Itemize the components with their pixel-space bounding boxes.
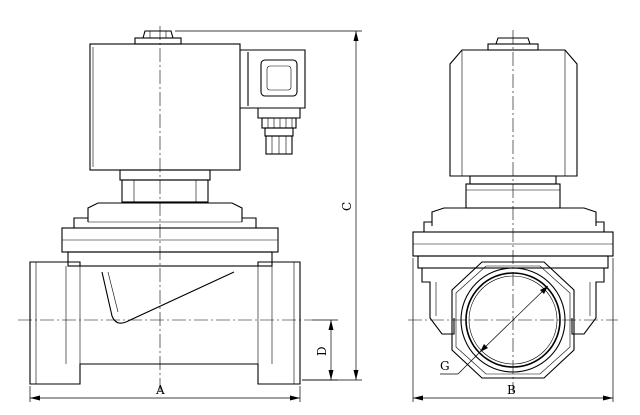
- dimension-label-B: B: [507, 383, 516, 397]
- flange: [61, 227, 279, 267]
- valve-body: [29, 261, 301, 385]
- dimension-label-C: C: [340, 202, 354, 211]
- front-view: [18, 26, 312, 392]
- bonnet: [73, 202, 257, 228]
- side-bonnet: [423, 207, 605, 232]
- dimension-label-A: A: [155, 383, 165, 397]
- side-coil: [449, 37, 578, 177]
- dimension-G: G: [440, 285, 549, 375]
- dimension-label-D: D: [315, 346, 329, 356]
- dimension-A: A: [29, 383, 301, 402]
- side-view: [408, 30, 618, 392]
- dimension-label-G: G: [440, 359, 450, 373]
- dimension-D: D: [302, 319, 338, 381]
- plunger-nut: [119, 169, 211, 203]
- dimension-B: B: [412, 258, 614, 402]
- connector-plug: [240, 49, 306, 155]
- dimension-C: C: [175, 30, 362, 381]
- coil-housing: [89, 30, 241, 171]
